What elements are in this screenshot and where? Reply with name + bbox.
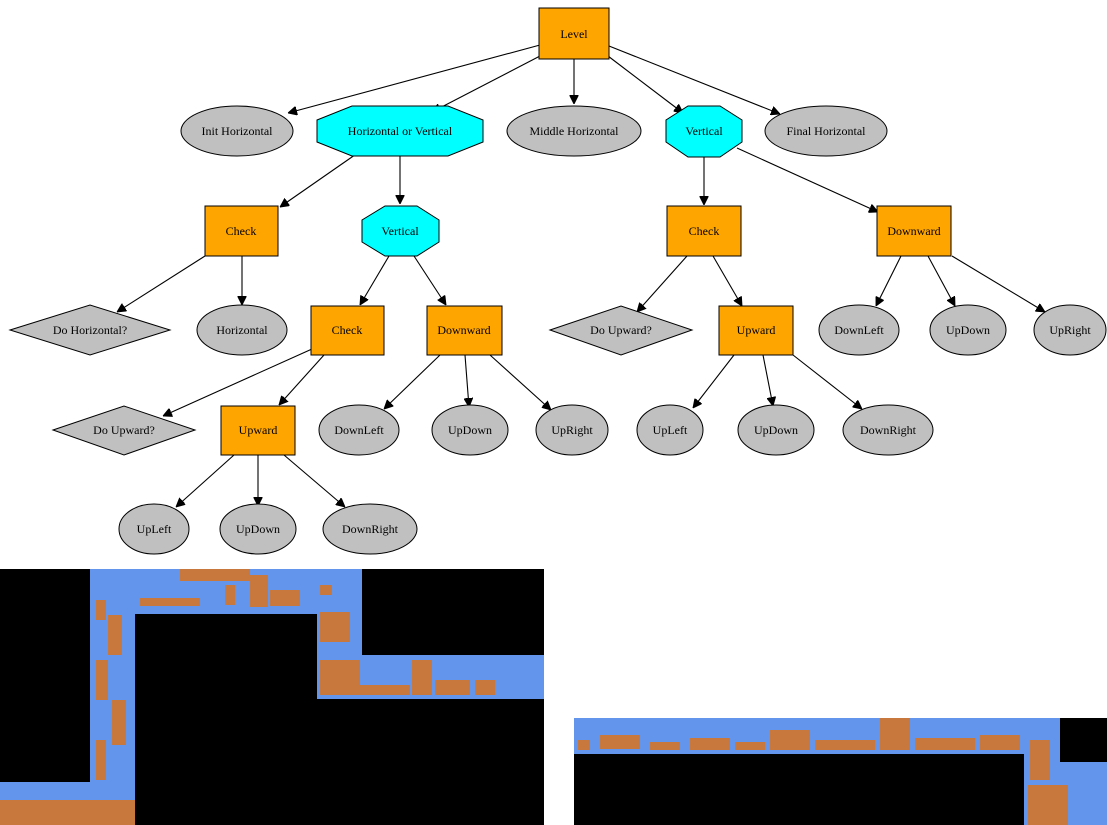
edge-level-horizontal-or-vertical <box>432 55 541 113</box>
edge-upward-b-upleft <box>693 354 735 408</box>
map-tiles <box>578 718 1068 825</box>
node-do-upward-a: Do Upward? <box>51 405 197 456</box>
node-label: UpRight <box>1049 323 1091 337</box>
edge-check-c-do-upward-b <box>637 255 688 312</box>
node-label: Do Horizontal? <box>53 323 127 337</box>
node-horizontal: Horizontal <box>196 304 288 356</box>
node-downward-a: Downward <box>426 305 503 356</box>
edge-check-b-upward-a <box>279 354 325 405</box>
node-label: Upward <box>737 323 776 337</box>
edges <box>117 44 1045 507</box>
node-label: UpDown <box>448 423 492 437</box>
node-check-b: Check <box>310 305 385 356</box>
node-label: DownRight <box>342 522 399 536</box>
node-label: Downward <box>437 323 490 337</box>
node-label: UpLeft <box>137 522 172 536</box>
edge-level-init <box>288 44 541 113</box>
node-upleft-a: UpLeft <box>118 503 190 555</box>
edge-upward-a-downright <box>283 454 345 507</box>
node-updown-c: UpDown <box>929 304 1007 356</box>
node-label: UpRight <box>551 423 593 437</box>
map-corridor <box>574 754 1024 825</box>
node-vertical-inner: Vertical <box>361 205 440 257</box>
edge-downward-a-updown <box>465 354 469 407</box>
node-label: Check <box>226 224 257 238</box>
node-label: UpLeft <box>653 423 688 437</box>
node-do-upward-b: Do Upward? <box>548 305 694 356</box>
node-updown-d: UpDown <box>737 404 815 456</box>
node-label: Do Upward? <box>93 423 155 437</box>
edge-level-vertical <box>607 55 683 113</box>
node-label: DownLeft <box>834 323 884 337</box>
node-label: Init Horizontal <box>202 124 274 138</box>
node-label: DownLeft <box>334 423 384 437</box>
node-init-horizontal: Init Horizontal <box>180 105 294 157</box>
node-downleft-a: DownLeft <box>318 404 400 456</box>
node-updown-b: UpDown <box>219 503 297 555</box>
edge-vertical-inner-downward-a <box>413 255 446 305</box>
edge-upward-a-upleft <box>176 454 235 507</box>
edge-check-c-upward-b <box>712 255 742 306</box>
node-label: Level <box>560 27 588 41</box>
node-downright-b: DownRight <box>842 404 934 456</box>
edge-hv-check <box>280 149 363 207</box>
edge-vertical-inner-check-b <box>360 255 390 305</box>
edge-downward-b-downleft <box>875 255 902 306</box>
edge-level-final <box>608 45 780 114</box>
node-upward-b: Upward <box>718 305 794 356</box>
node-upright-b: UpRight <box>1033 304 1107 356</box>
edge-upward-b-updown <box>762 354 773 406</box>
edge-upward-b-downright <box>792 354 862 409</box>
node-final-horizontal: Final Horizontal <box>764 105 888 157</box>
node-level: Level <box>538 7 610 60</box>
node-upward-a: Upward <box>220 405 296 456</box>
node-label: Vertical <box>685 124 723 138</box>
node-label: UpDown <box>236 522 280 536</box>
node-label: DownRight <box>860 423 917 437</box>
node-label: Middle Horizontal <box>530 124 620 138</box>
node-label: Upward <box>239 423 278 437</box>
edge-downward-a-downleft <box>384 354 441 409</box>
node-label: Check <box>332 323 363 337</box>
node-label: Downward <box>887 224 940 238</box>
edge-check-b-do-upward-a <box>163 348 313 416</box>
node-label: Do Upward? <box>590 323 652 337</box>
edge-downward-a-upright <box>489 354 551 410</box>
node-label: UpDown <box>754 423 798 437</box>
node-downleft-b: DownLeft <box>818 304 900 356</box>
node-downright-a: DownRight <box>322 503 418 555</box>
node-label: Vertical <box>381 224 419 238</box>
edge-vertical-top-downward-b <box>736 147 878 212</box>
edge-downward-b-upright <box>951 255 1045 312</box>
node-upright-a: UpRight <box>535 404 609 456</box>
node-label: Horizontal <box>216 323 268 337</box>
node-label: Horizontal or Vertical <box>348 124 453 138</box>
node-check-a: Check <box>204 205 279 257</box>
level-map-vertical <box>0 569 544 825</box>
node-middle-horizontal: Middle Horizontal <box>506 105 642 157</box>
node-check-c: Check <box>666 205 742 257</box>
rect-shape <box>538 7 610 60</box>
edge-check-a-do-horizontal <box>117 255 206 312</box>
node-label: Final Horizontal <box>787 124 867 138</box>
node-label: Check <box>689 224 720 238</box>
map-tiles <box>0 569 495 825</box>
level-map-horizontal <box>574 718 1107 825</box>
node-downward-b: Downward <box>876 205 952 257</box>
node-updown-a: UpDown <box>431 404 509 456</box>
node-do-horizontal: Do Horizontal? <box>8 304 172 356</box>
edge-downward-b-updown <box>927 255 956 306</box>
nodes: Level Init Horizontal Horizontal or Vert… <box>8 7 1107 555</box>
node-vertical-top: Vertical <box>665 105 743 158</box>
node-upleft-b: UpLeft <box>636 404 704 456</box>
node-label: UpDown <box>946 323 990 337</box>
node-horizontal-or-vertical: Horizontal or Vertical <box>316 105 484 157</box>
